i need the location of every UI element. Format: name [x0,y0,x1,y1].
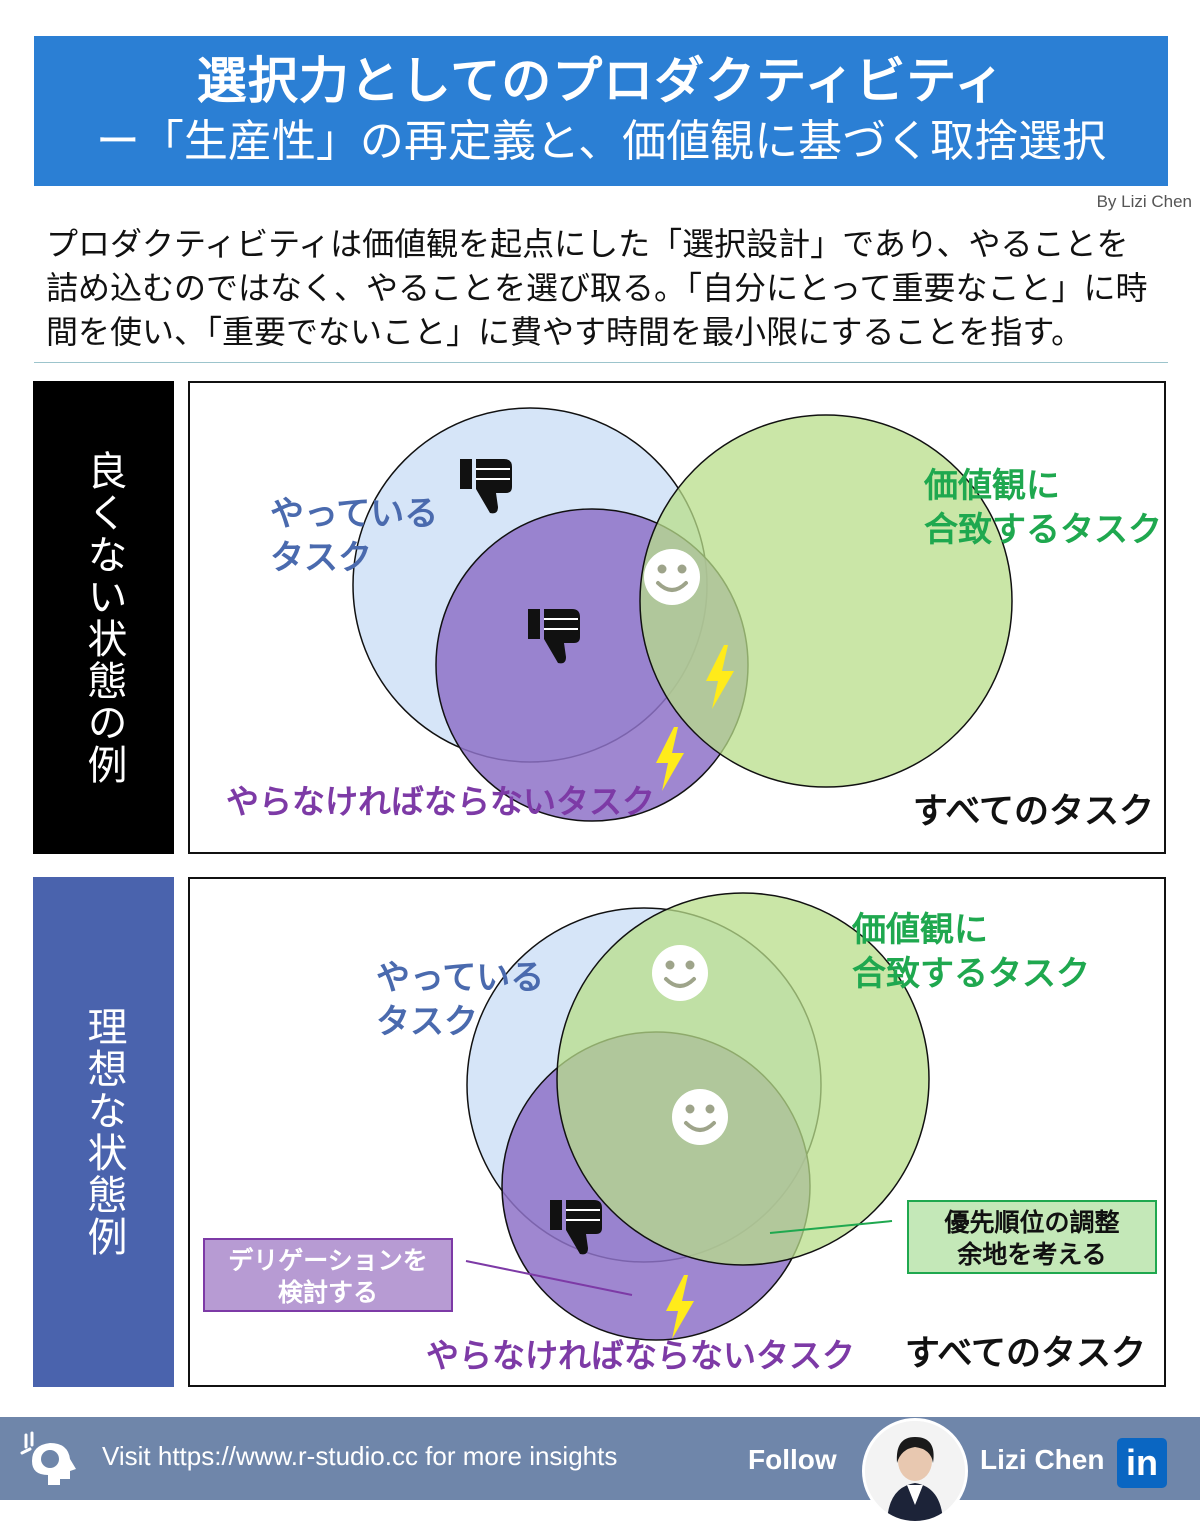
diagram-ideal: やっている タスク 価値観に 合致するタスク デリゲーションを 検討する 優先順… [188,877,1166,1387]
linkedin-icon[interactable]: in [1117,1438,1167,1488]
page-title: 選択力としてのプロダクティビティ [196,52,1006,110]
label-doing-line2: タスク [270,538,372,578]
delegate-callout-line2: 検討する [278,1278,378,1307]
delegate-callout-line1: デリゲーションを [228,1246,428,1275]
priority-callout-box [907,1200,1157,1274]
label-values-line2: 合致するタスク [852,954,1090,994]
author-avatar [862,1418,968,1524]
footer-author-name: Lizi Chen [980,1444,1105,1475]
label-all-tasks: すべてのタスク [905,1334,1146,1374]
circle-values-tasks [556,892,930,1266]
smiley-icon [670,1087,730,1147]
delegate-connector [465,1260,633,1296]
label-values-line1: 価値観に [923,466,1060,506]
side-label-ideal-text: 理想な状態例 [80,1006,127,1258]
brain-head-logo-icon [20,1431,76,1485]
venn-bad: やっている タスク 価値観に 合致するタスク やらなければならないタスク すべて… [226,407,1162,832]
header-banner: 選択力としてのプロダクティビティ ー「生産性」の再定義と、価値観に基づく取捨選択 [34,36,1168,186]
priority-connector [769,1220,893,1234]
avatar-portrait [865,1421,965,1521]
venn-ideal: やっている タスク 価値観に 合致するタスク デリゲーションを 検討する 優先順… [203,892,1157,1375]
page-subtitle: ー「生産性」の再定義と、価値観に基づく取捨選択 [95,116,1107,167]
side-label-ideal: 理想な状態例 [33,877,174,1387]
byline: By Lizi Chen [1096,192,1192,211]
delegate-callout-box [203,1238,453,1312]
label-doing-line1: やっている [270,494,438,534]
circle-values-tasks [639,414,1013,788]
label-must: やらなければならないタスク [226,782,655,821]
smiley-icon [650,943,710,1003]
label-doing-line2: タスク [376,1002,478,1042]
label-all-tasks: すべてのタスク [913,792,1154,832]
label-must: やらなければならないタスク [426,1336,855,1375]
priority-callout-line1: 優先順位の調整 [943,1208,1119,1237]
label-values-line2: 合致するタスク [924,510,1162,550]
side-label-bad-text: 良くない状態の例 [80,449,127,786]
smiley-icon [642,547,702,607]
priority-callout-line2: 余地を考える [956,1240,1106,1269]
diagram-bad: やっている タスク 価値観に 合致するタスク やらなければならないタスク すべて… [188,381,1166,854]
divider [34,362,1168,363]
footer-visit-link[interactable]: Visit https://www.r-studio.cc for more i… [102,1441,618,1471]
label-values-line1: 価値観に [851,910,988,950]
side-label-bad: 良くない状態の例 [33,381,174,854]
footer-bar: Visit https://www.r-studio.cc for more i… [0,1417,1200,1524]
intro-text: プロダクティビティは価値観を起点にした「選択設計」であり、やることを詰め込むので… [46,225,1148,351]
label-doing-line1: やっている [376,958,544,998]
footer-follow: Follow [748,1444,837,1475]
